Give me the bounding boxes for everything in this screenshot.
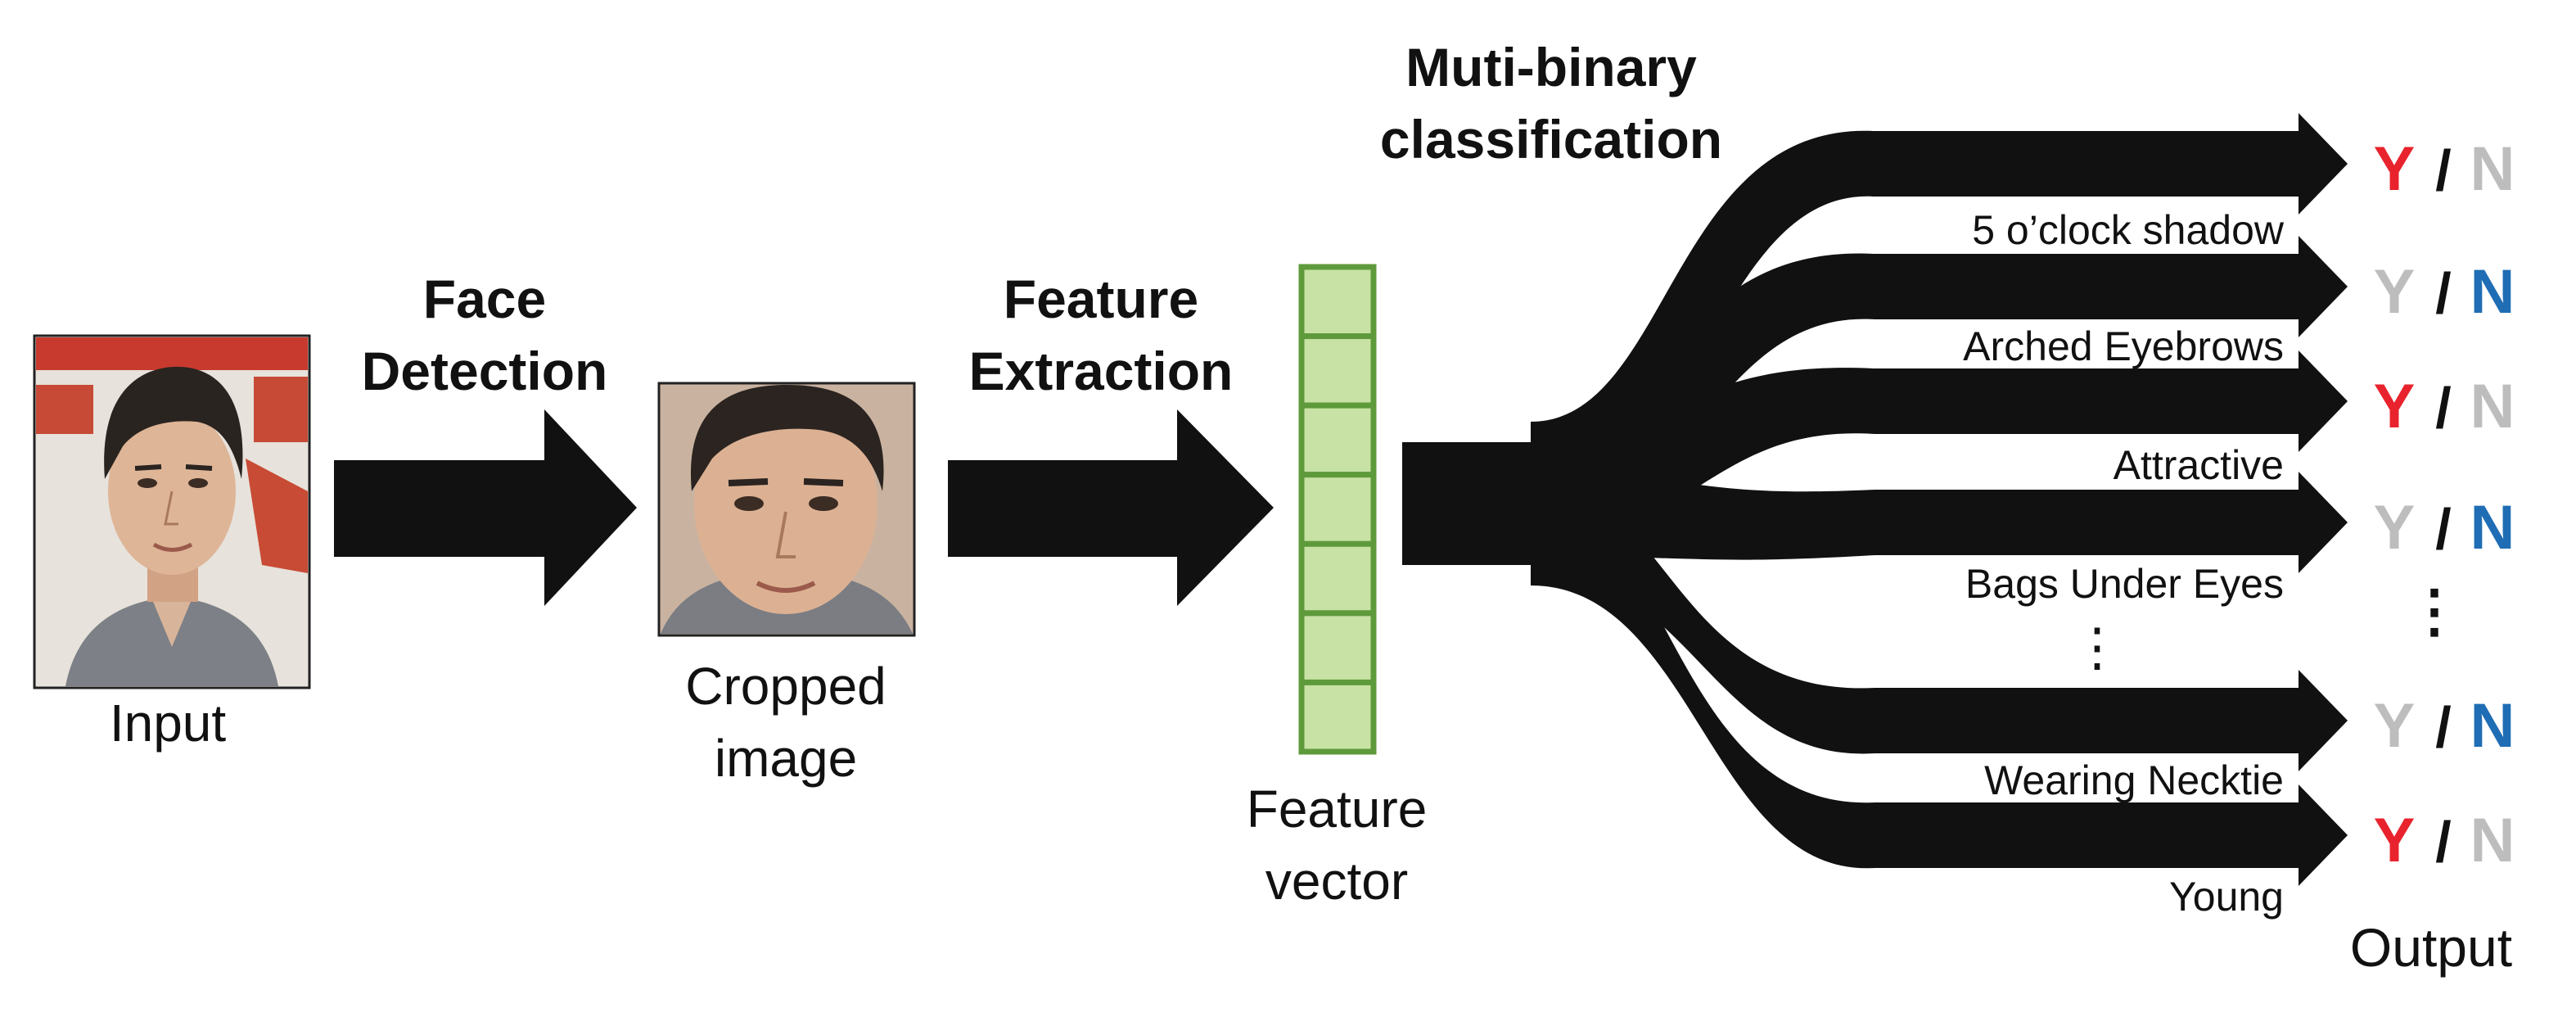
output-separator: / bbox=[2435, 810, 2451, 874]
output-separator: / bbox=[2435, 695, 2451, 759]
output-result: Y / N bbox=[2374, 806, 2515, 875]
classification-label-line1: Muti-binary bbox=[1405, 37, 1697, 97]
face-detection-label-line1: Face bbox=[423, 269, 546, 329]
output-result: Y / N bbox=[2374, 134, 2515, 204]
attribute-label: Attractive bbox=[2114, 442, 2284, 488]
feature-extraction-label-line2: Extraction bbox=[969, 341, 1234, 401]
output-ellipsis: ⋮ bbox=[2406, 579, 2463, 643]
branch-arrow bbox=[1531, 481, 2348, 771]
face-detection-label-line2: Detection bbox=[362, 341, 608, 401]
feature-vector-cell bbox=[1298, 610, 1377, 685]
classification-branches bbox=[1531, 113, 2348, 886]
output-no: N bbox=[2470, 372, 2515, 441]
output-no: N bbox=[2470, 134, 2515, 204]
output-no: N bbox=[2470, 493, 2515, 563]
branch-arrow bbox=[1531, 113, 2348, 512]
output-no: N bbox=[2470, 691, 2515, 761]
branch-arrow bbox=[1531, 495, 2348, 886]
feature-extraction-label-line1: Feature bbox=[1004, 269, 1198, 329]
feature-vector-cell bbox=[1298, 264, 1377, 340]
output-separator: / bbox=[2435, 497, 2451, 561]
feature-extraction-arrow bbox=[948, 409, 1274, 606]
attribute-ellipsis: ⋮ bbox=[2071, 617, 2123, 676]
output-result: Y / N bbox=[2374, 372, 2515, 441]
attribute-label: Arched Eyebrows bbox=[1963, 323, 2284, 369]
output-results: Y/NY/NY/NY/NY/NY/N bbox=[2374, 134, 2515, 875]
branch-arrow bbox=[1531, 350, 2348, 541]
branch-arrow bbox=[1531, 236, 2348, 527]
attribute-label: Young bbox=[2169, 874, 2284, 920]
branch-arrow bbox=[1531, 466, 2348, 573]
cropped-photo bbox=[657, 382, 916, 637]
output-no: N bbox=[2470, 257, 2515, 327]
feature-vector-label-line2: vector bbox=[1265, 852, 1408, 911]
branch-trunk bbox=[1402, 442, 1550, 565]
attribute-label: Wearing Necktie bbox=[1984, 757, 2284, 803]
output-yes: Y bbox=[2374, 257, 2416, 327]
feature-vector-cell bbox=[1298, 402, 1377, 478]
feature-vector-cell bbox=[1298, 679, 1377, 755]
classification-label-line2: classification bbox=[1380, 109, 1722, 170]
feature-vector-cell bbox=[1298, 540, 1377, 617]
cropped-label-line1: Cropped bbox=[685, 657, 886, 716]
output-separator: / bbox=[2435, 261, 2451, 325]
output-result: Y / N bbox=[2374, 493, 2515, 563]
feature-vector-cell bbox=[1298, 472, 1377, 547]
face-detection-arrow bbox=[334, 409, 637, 606]
output-yes: Y bbox=[2374, 691, 2416, 761]
input-photo bbox=[33, 334, 311, 689]
output-separator: / bbox=[2435, 138, 2451, 202]
output-no: N bbox=[2470, 806, 2515, 875]
feature-vector bbox=[1298, 264, 1377, 755]
cropped-label-line2: image bbox=[715, 729, 857, 788]
input-label: Input bbox=[110, 694, 227, 753]
output-label: Output bbox=[2350, 917, 2512, 978]
feature-vector-label-line1: Feature bbox=[1247, 780, 1428, 838]
output-result: Y / N bbox=[2374, 257, 2515, 327]
output-yes: Y bbox=[2374, 372, 2416, 441]
output-yes: Y bbox=[2374, 134, 2416, 204]
attribute-label: Bags Under Eyes bbox=[1965, 561, 2284, 607]
output-result: Y / N bbox=[2374, 691, 2515, 761]
output-yes: Y bbox=[2374, 493, 2416, 563]
attribute-label: 5 o’clock shadow bbox=[1972, 207, 2285, 253]
output-separator: / bbox=[2435, 376, 2451, 440]
output-yes: Y bbox=[2374, 806, 2416, 875]
feature-vector-cell bbox=[1298, 333, 1377, 409]
